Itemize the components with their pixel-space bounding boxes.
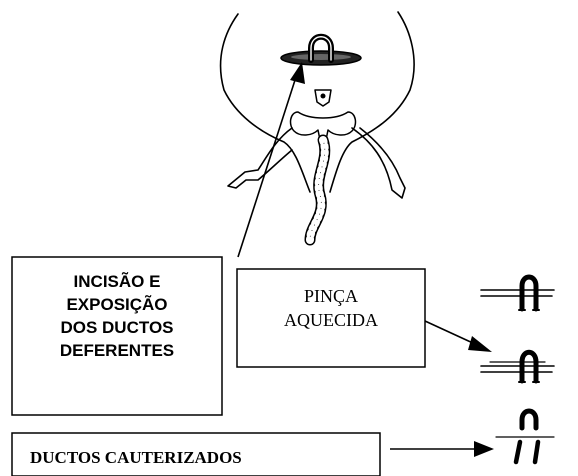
scrotum-outline: [289, 111, 357, 141]
incision-arrow: [237, 62, 305, 258]
incision-label-line-3: DOS DUCTOS: [60, 318, 173, 337]
forceps-label-box: [236, 268, 426, 368]
left-thigh-outline: [219, 13, 311, 193]
genital-region: [289, 89, 357, 141]
spermatic-cord: [304, 134, 331, 246]
forceps-label-text: PINÇA AQUECIDA: [284, 286, 378, 330]
forceps-arrow: [424, 320, 492, 352]
cauterized-duct-icon: [495, 408, 555, 465]
incision-label-line-1: INCISÃO E: [74, 271, 161, 291]
forceps-loop-icon-1: [480, 274, 555, 312]
forceps-label-line-2: AQUECIDA: [284, 310, 378, 330]
incision-label-box: [11, 256, 223, 416]
forceps-label-line-1: PINÇA: [304, 286, 358, 306]
incision-label-line-4: DEFERENTES: [60, 341, 174, 360]
left-leg: [227, 127, 293, 189]
right-thigh-outline: [329, 11, 415, 193]
incision-site: [280, 33, 362, 66]
body-outline: [219, 11, 415, 193]
forceps-loop-icon-2: [480, 349, 555, 384]
cauterized-arrow: [390, 441, 494, 457]
incision-label-line-2: EXPOSIÇÃO: [66, 294, 167, 314]
incision-label-text: INCISÃO E EXPOSIÇÃO DOS DUCTOS DEFERENTE…: [60, 271, 174, 360]
cauterized-label-box: [11, 432, 381, 476]
right-leg: [351, 127, 406, 199]
cauterized-label-text: DUCTOS CAUTERIZADOS: [30, 448, 242, 467]
